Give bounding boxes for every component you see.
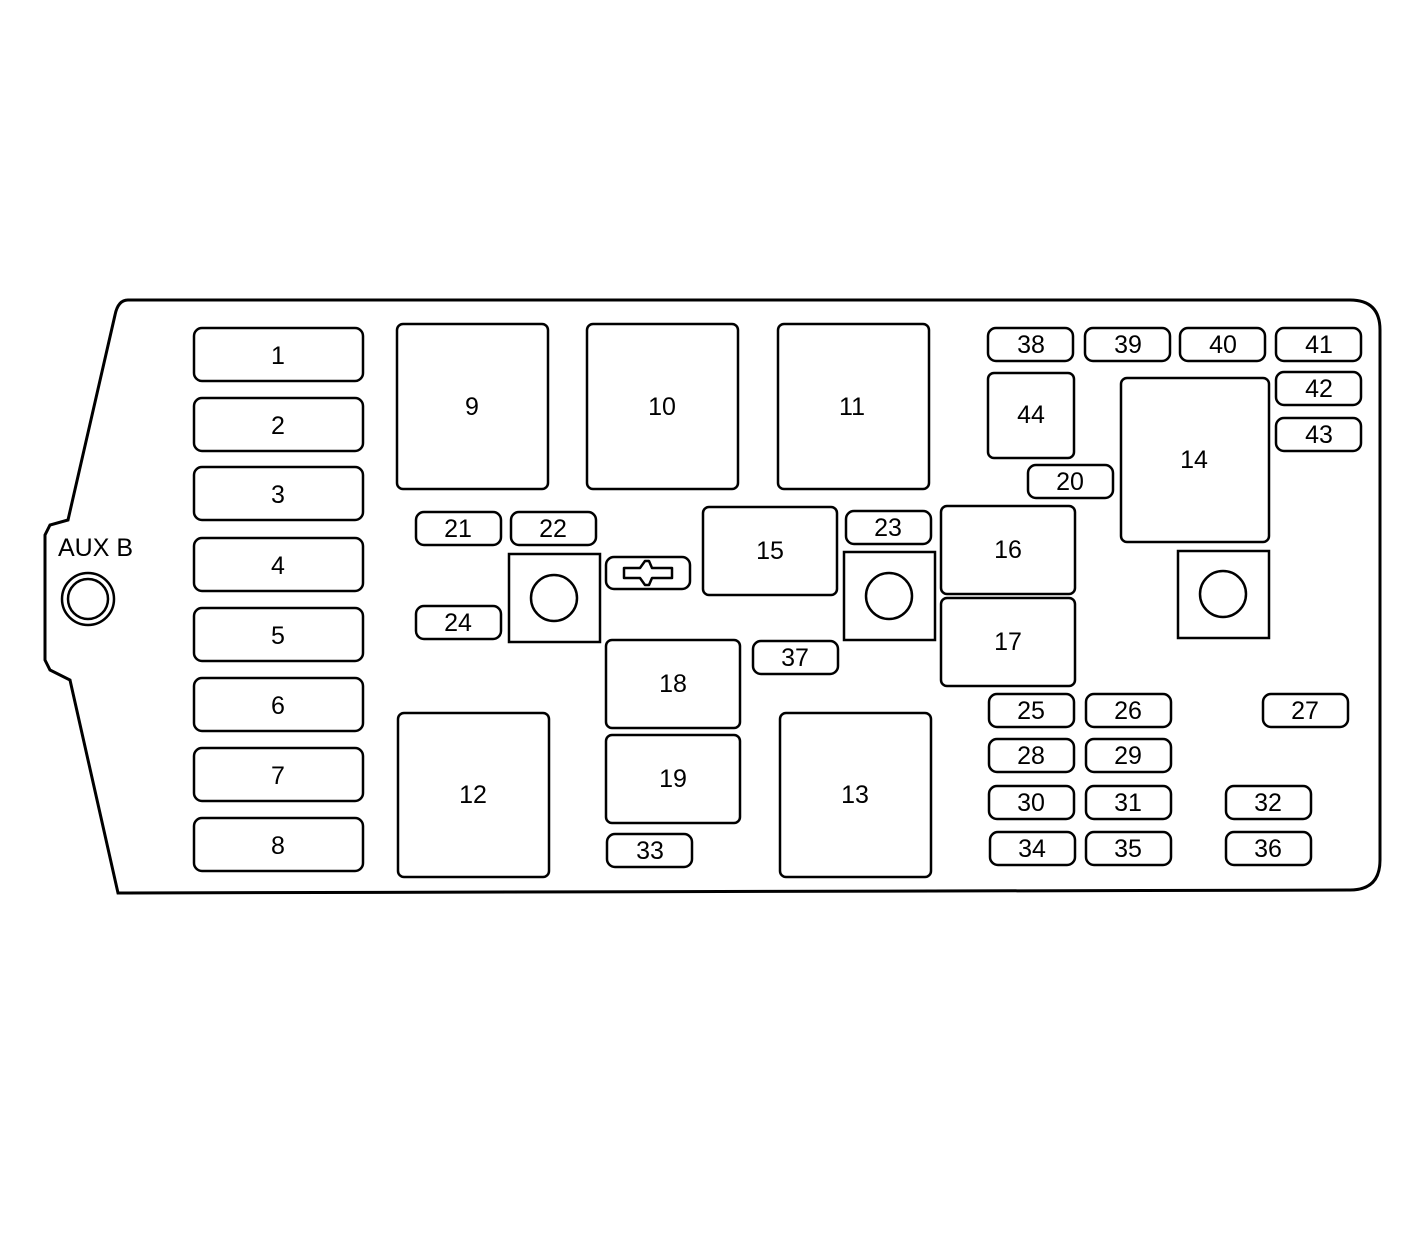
fuse-23: 23 [844, 509, 933, 546]
fuse-41-label: 41 [1305, 331, 1333, 359]
fuse-20-label: 20 [1056, 468, 1084, 496]
fuse-35: 35 [1084, 830, 1173, 867]
fuse-28: 28 [987, 737, 1076, 774]
fuse-38: 38 [986, 326, 1075, 363]
mounting-stud-right [1176, 549, 1271, 640]
relay-18: 18 [604, 638, 742, 730]
fuse-24-label: 24 [444, 609, 472, 637]
fuse-21-label: 21 [444, 515, 472, 543]
fuse-39: 39 [1083, 326, 1172, 363]
relay-15: 15 [701, 505, 839, 597]
fuse-6: 6 [192, 676, 365, 733]
relay-11: 11 [776, 322, 931, 491]
relay-16: 16 [939, 504, 1077, 596]
fuse-36: 36 [1224, 830, 1313, 867]
fuse-31-label: 31 [1114, 789, 1142, 817]
fuse-5-label: 5 [271, 622, 285, 650]
fuse-33-label: 33 [636, 837, 664, 865]
fuse-30: 30 [987, 784, 1076, 821]
fuse-26: 26 [1084, 692, 1173, 729]
fuse-35-label: 35 [1114, 835, 1142, 863]
aux-b-label: AUX B [58, 534, 133, 562]
fuse-5: 5 [192, 606, 365, 663]
fuse-30-label: 30 [1017, 789, 1045, 817]
mounting-stud-center [842, 550, 937, 642]
fuse-41: 41 [1274, 326, 1363, 363]
fuse-8: 8 [192, 816, 365, 873]
fuse-42-label: 42 [1305, 375, 1333, 403]
relay-12: 12 [396, 711, 551, 879]
fuse-29-label: 29 [1114, 742, 1142, 770]
fuse-37: 37 [751, 639, 840, 676]
fuse-34: 34 [988, 830, 1077, 867]
fuse-43: 43 [1274, 416, 1363, 453]
relay-12-label: 12 [459, 781, 487, 809]
relay-10-label: 10 [648, 393, 676, 421]
fuse-28-label: 28 [1017, 742, 1045, 770]
relay-9: 9 [395, 322, 550, 491]
fuse-23-label: 23 [874, 514, 902, 542]
fuse-8-label: 8 [271, 832, 285, 860]
fuse-3-label: 3 [271, 481, 285, 509]
fuse-7: 7 [192, 746, 365, 803]
relay-18-label: 18 [659, 670, 687, 698]
fuse-34-label: 34 [1018, 835, 1046, 863]
relay-44: 44 [986, 371, 1076, 460]
aux-b-stud [60, 571, 116, 627]
relay-16-label: 16 [994, 536, 1022, 564]
fuse-38-label: 38 [1017, 331, 1045, 359]
fuse-29: 29 [1084, 737, 1173, 774]
fuse-7-label: 7 [271, 762, 285, 790]
fuse-36-label: 36 [1254, 835, 1282, 863]
fuse-2: 2 [192, 396, 365, 453]
fuse-20: 20 [1026, 463, 1115, 500]
fuse-21: 21 [414, 510, 503, 547]
relay-17: 17 [939, 596, 1077, 688]
fuse-31: 31 [1084, 784, 1173, 821]
fuse-puller-icon [604, 555, 692, 591]
fuse-4-label: 4 [271, 552, 285, 580]
fuse-26-label: 26 [1114, 697, 1142, 725]
fuse-40: 40 [1178, 326, 1267, 363]
relay-10: 10 [585, 322, 740, 491]
relay-13: 13 [778, 711, 933, 879]
relay-11-label: 11 [839, 393, 865, 421]
relay-15-label: 15 [756, 537, 784, 565]
fuse-3: 3 [192, 465, 365, 522]
fuse-1: 1 [192, 326, 365, 383]
relay-14: 14 [1119, 376, 1271, 544]
fuse-33: 33 [605, 832, 694, 869]
fuse-6-label: 6 [271, 692, 285, 720]
fuse-25-label: 25 [1017, 697, 1045, 725]
relay-13-label: 13 [841, 781, 869, 809]
fuse-43-label: 43 [1305, 421, 1333, 449]
fuse-37-label: 37 [781, 644, 809, 672]
fuse-42: 42 [1274, 370, 1363, 407]
fuse-2-label: 2 [271, 412, 285, 440]
fuse-27: 27 [1261, 692, 1350, 729]
fuse-24: 24 [414, 604, 503, 641]
relay-19: 19 [604, 733, 742, 825]
relay-9-label: 9 [465, 393, 479, 421]
relay-14-label: 14 [1180, 446, 1208, 474]
fuse-22: 22 [509, 510, 598, 547]
fuse-1-label: 1 [271, 342, 285, 370]
relay-19-label: 19 [659, 765, 687, 793]
relay-17-label: 17 [994, 628, 1022, 656]
fuse-40-label: 40 [1209, 331, 1237, 359]
fuse-32-label: 32 [1254, 789, 1282, 817]
relay-44-label: 44 [1017, 401, 1045, 429]
mounting-stud-left [507, 552, 602, 644]
fuse-25: 25 [987, 692, 1076, 729]
fuse-27-label: 27 [1291, 697, 1319, 725]
fuse-22-label: 22 [539, 515, 567, 543]
fuse-32: 32 [1224, 784, 1313, 821]
fuse-39-label: 39 [1114, 331, 1142, 359]
fuse-4: 4 [192, 536, 365, 593]
